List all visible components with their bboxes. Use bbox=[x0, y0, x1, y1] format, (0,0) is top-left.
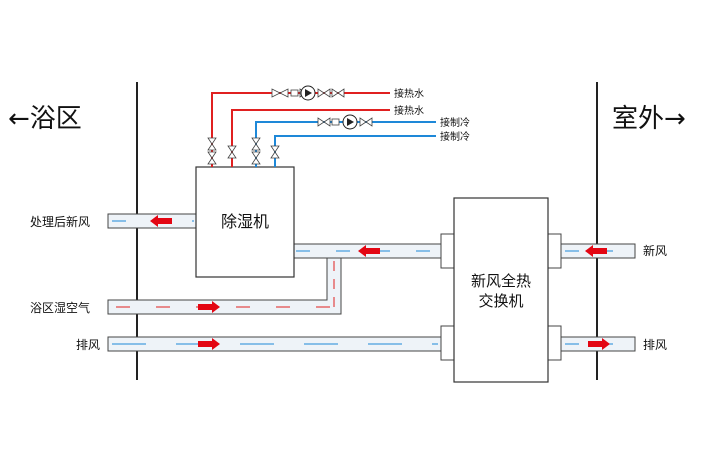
hot-water-supply-pipe bbox=[211, 92, 390, 167]
erv-port-right-bottom bbox=[547, 325, 562, 361]
airflow-arrow-treated-left bbox=[150, 215, 172, 227]
fresh-air-label-right: 新风 bbox=[643, 243, 667, 258]
chilled-water-pump-icon bbox=[342, 114, 358, 130]
airflow-arrow-humid-right bbox=[198, 301, 220, 313]
chilled-water-valve-group bbox=[317, 117, 340, 127]
bath-humid-air-duct bbox=[107, 257, 342, 315]
cold-supply-label: 接制冷 bbox=[440, 116, 470, 129]
erv-label-line2: 交换机 bbox=[478, 292, 523, 310]
bath-humid-air-label: 浴区湿空气 bbox=[30, 300, 90, 315]
airflow-arrow-to-dehumidifier bbox=[358, 245, 380, 257]
dehumidifier-label: 除湿机 bbox=[221, 212, 269, 231]
chilled-water-return-pipe bbox=[274, 135, 436, 167]
airflow-arrow-fresh-in bbox=[585, 245, 607, 257]
hot-water-pump-icon bbox=[300, 85, 316, 101]
bath-zone-label: ←浴区 bbox=[8, 104, 82, 134]
erv-port-right-top bbox=[547, 233, 562, 269]
vertical-valves bbox=[207, 137, 280, 165]
erv-label-line1: 新风全热 bbox=[471, 272, 531, 290]
dehumidifier-box bbox=[195, 166, 295, 278]
erv-port-left-top bbox=[440, 233, 455, 269]
hot-water-valve-group-2 bbox=[317, 88, 345, 98]
exhaust-label-left: 排风 bbox=[76, 338, 100, 352]
airflow-arrow-exhaust-indoor bbox=[198, 338, 220, 350]
airflow-arrow-exhaust-out bbox=[588, 338, 610, 350]
hot-return-label: 接热水 bbox=[394, 104, 424, 117]
exhaust-label-right: 排风 bbox=[643, 338, 667, 352]
cold-return-label: 接制冷 bbox=[440, 130, 470, 143]
outdoor-label: 室外→ bbox=[612, 104, 686, 134]
hot-supply-label: 接热水 bbox=[394, 87, 424, 100]
chilled-water-supply-pipe bbox=[255, 121, 436, 167]
erv-box bbox=[453, 197, 549, 383]
chilled-water-valve-group-2 bbox=[359, 117, 373, 127]
treated-fresh-air-label: 处理后新风 bbox=[30, 214, 90, 229]
exhaust-duct-indoor bbox=[107, 336, 442, 352]
erv-port-left-bottom bbox=[440, 325, 455, 361]
